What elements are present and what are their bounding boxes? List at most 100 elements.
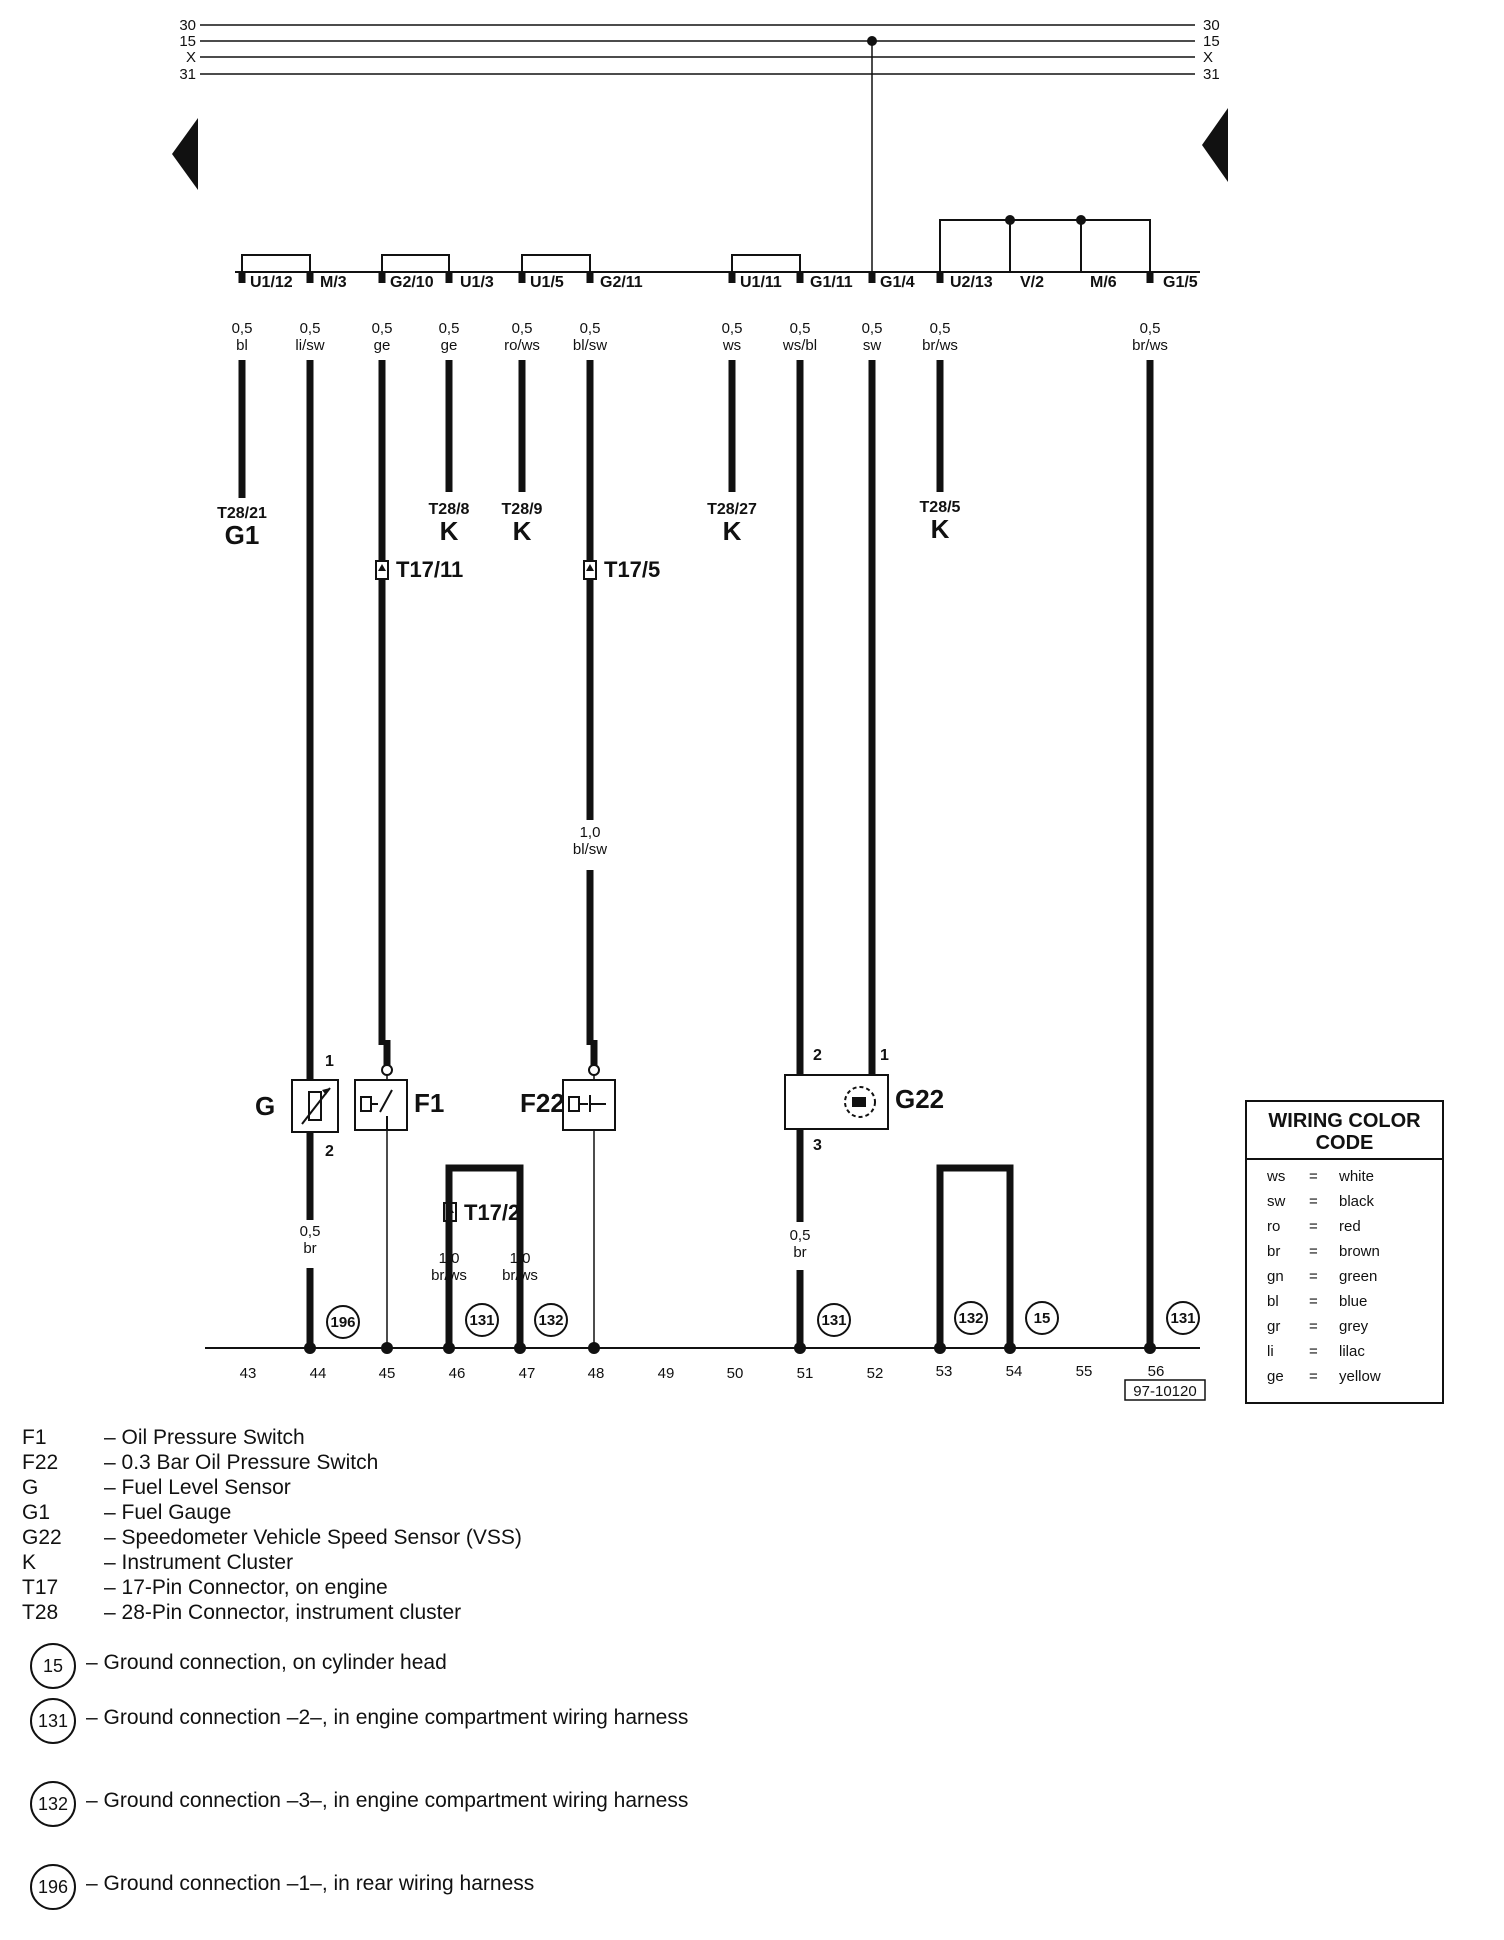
color-code-row: gn=green (1267, 1268, 1378, 1285)
wire-color: br/ws (431, 1267, 467, 1284)
terminal-number: 1 (880, 1047, 889, 1064)
svg-text:T17/11: T17/11 (396, 557, 463, 582)
color-code-row: bl=blue (1267, 1293, 1368, 1310)
color-code-row: li=lilac (1267, 1343, 1365, 1360)
wire-color: bl (236, 337, 248, 354)
wire-labels: 0,5 bl 0,5 li/sw 0,5 ge 0,5 ge 0,5 ro/ws… (232, 320, 1168, 354)
track-number: 44 (310, 1365, 327, 1382)
pin-label: V/2 (1020, 274, 1044, 291)
wire-color: bl/sw (573, 841, 607, 858)
ground-legend-circle: 15 (30, 1643, 76, 1689)
pin-label: U1/3 (460, 274, 494, 291)
track-numbers: 43 44 45 46 47 48 49 50 51 52 53 54 55 5… (240, 1363, 1165, 1382)
wire-color: ws/bl (782, 337, 817, 354)
terminal-pin: T28/5 (920, 499, 961, 516)
wire-size: 0,5 (862, 320, 883, 337)
ground-legend-row: 132 – Ground connection –3–, in engine c… (30, 1781, 690, 1827)
color-code-list: ws=white sw=black ro=red br=brown gn=gre… (1247, 1160, 1442, 1389)
pin-label: G2/10 (390, 274, 434, 291)
legend-row: G– Fuel Level Sensor (22, 1476, 291, 1499)
legend-row: F1– Oil Pressure Switch (22, 1426, 305, 1449)
track-number: 43 (240, 1365, 257, 1382)
svg-text:G: G (255, 1091, 275, 1121)
ground-circle-label: 132 (958, 1310, 983, 1327)
wire-size: 0,5 (232, 320, 253, 337)
bus-label-31: 31 (179, 66, 196, 83)
ground-legend-desc: – Ground connection –1–, in rear wiring … (86, 1872, 535, 1895)
previous-page-arrow[interactable] (172, 118, 198, 190)
diagram-id: 97-10120 (1133, 1383, 1196, 1400)
fuel-level-sensor[interactable]: G (255, 1079, 339, 1133)
connector-t17-5: T17/5 (583, 557, 660, 582)
wire-size: 0,5 (1140, 320, 1161, 337)
bus-label-x-right: X (1203, 49, 1213, 66)
pin-label: G1/11 (810, 274, 853, 291)
color-code-row: ws=white (1267, 1168, 1375, 1185)
0-3-bar-oil-pressure-switch[interactable]: F22 (520, 1079, 616, 1131)
wire-size: 1,0 (510, 1250, 531, 1267)
pin-label: U1/11 (740, 274, 782, 291)
track-number: 50 (727, 1365, 744, 1382)
ground-circle-label: 131 (821, 1312, 846, 1329)
terminal-destinations: T28/21 G1 T28/8 K T28/9 K T28/27 K T28/5… (217, 499, 960, 550)
wire-color: li/sw (295, 337, 324, 354)
power-bus (200, 24, 1195, 75)
color-code-row: ge=yellow (1267, 1368, 1381, 1385)
terminal-component: G1 (225, 520, 260, 550)
ground-legend-desc: – Ground connection –3–, in engine compa… (86, 1789, 689, 1812)
track-number: 46 (449, 1365, 466, 1382)
track-number: 52 (867, 1365, 884, 1382)
color-code-row: br=brown (1267, 1243, 1380, 1260)
ground-legend-desc: – Ground connection –2–, in engine compa… (86, 1706, 689, 1729)
terminal-pin: T28/8 (429, 501, 470, 518)
terminal-component: K (513, 516, 532, 546)
wire-color: ge (374, 337, 391, 354)
ground-legend-circle: 131 (30, 1698, 76, 1744)
svg-text:T17/2: T17/2 (464, 1200, 520, 1225)
color-code-row: gr=grey (1267, 1318, 1369, 1335)
legend-row: G22– Speedometer Vehicle Speed Sensor (V… (22, 1526, 522, 1549)
wire-size: 0,5 (790, 320, 811, 337)
wire-size: 1,0 (580, 824, 601, 841)
ground-legend-circle: 132 (30, 1781, 76, 1827)
terminal-pin: T28/27 (707, 501, 757, 518)
speedometer-vehicle-speed-sensor[interactable]: G22 (784, 1074, 944, 1130)
bus-label-30-right: 30 (1203, 17, 1220, 34)
ground-legend-circle: 196 (30, 1864, 76, 1910)
pin-label: U2/13 (950, 274, 993, 291)
bus-label-15: 15 (179, 33, 196, 50)
terminal-number: 2 (813, 1047, 822, 1064)
wire-color: br/ws (922, 337, 958, 354)
wire-size: 0,5 (930, 320, 951, 337)
ground-circle-label: 196 (330, 1314, 355, 1331)
oil-pressure-switch[interactable]: F1 (354, 1079, 444, 1131)
track-number: 45 (379, 1365, 396, 1382)
terminal-number: 1 (325, 1053, 334, 1070)
ground-markers (326, 1301, 1200, 1339)
pin-label: G1/4 (880, 274, 915, 291)
wire-color: br (303, 1240, 316, 1257)
pin-label: U1/12 (250, 274, 293, 291)
pin-label: G1/5 (1163, 274, 1198, 291)
wire-size: 0,5 (439, 320, 460, 337)
bus-label-30: 30 (179, 17, 196, 34)
component-legend: F1– Oil Pressure Switch F22– 0.3 Bar Oil… (8, 1425, 728, 1625)
wire-color: ge (441, 337, 458, 354)
wire-color: br/ws (1132, 337, 1168, 354)
wire-size: 0,5 (300, 1223, 321, 1240)
cluster-pins: U1/12 M/3 G2/10 U1/3 U1/5 G2/11 U1/11 G1… (250, 274, 1198, 291)
wire-size: 0,5 (300, 320, 321, 337)
pin-label: G2/11 (600, 274, 643, 291)
next-page-arrow[interactable] (1202, 108, 1228, 182)
ground-legend-row: 15 – Ground connection, on cylinder head (30, 1643, 730, 1689)
terminal-component: K (931, 514, 950, 544)
terminal-number: 3 (813, 1137, 822, 1154)
legend-row: F22– 0.3 Bar Oil Pressure Switch (22, 1451, 379, 1474)
track-number: 51 (797, 1365, 814, 1382)
bus-label-15-right: 15 (1203, 33, 1220, 50)
wire-color: sw (863, 337, 882, 354)
bus-label-x: X (186, 49, 196, 66)
connector-t17-11: T17/11 (375, 557, 463, 582)
track-number: 48 (588, 1365, 605, 1382)
